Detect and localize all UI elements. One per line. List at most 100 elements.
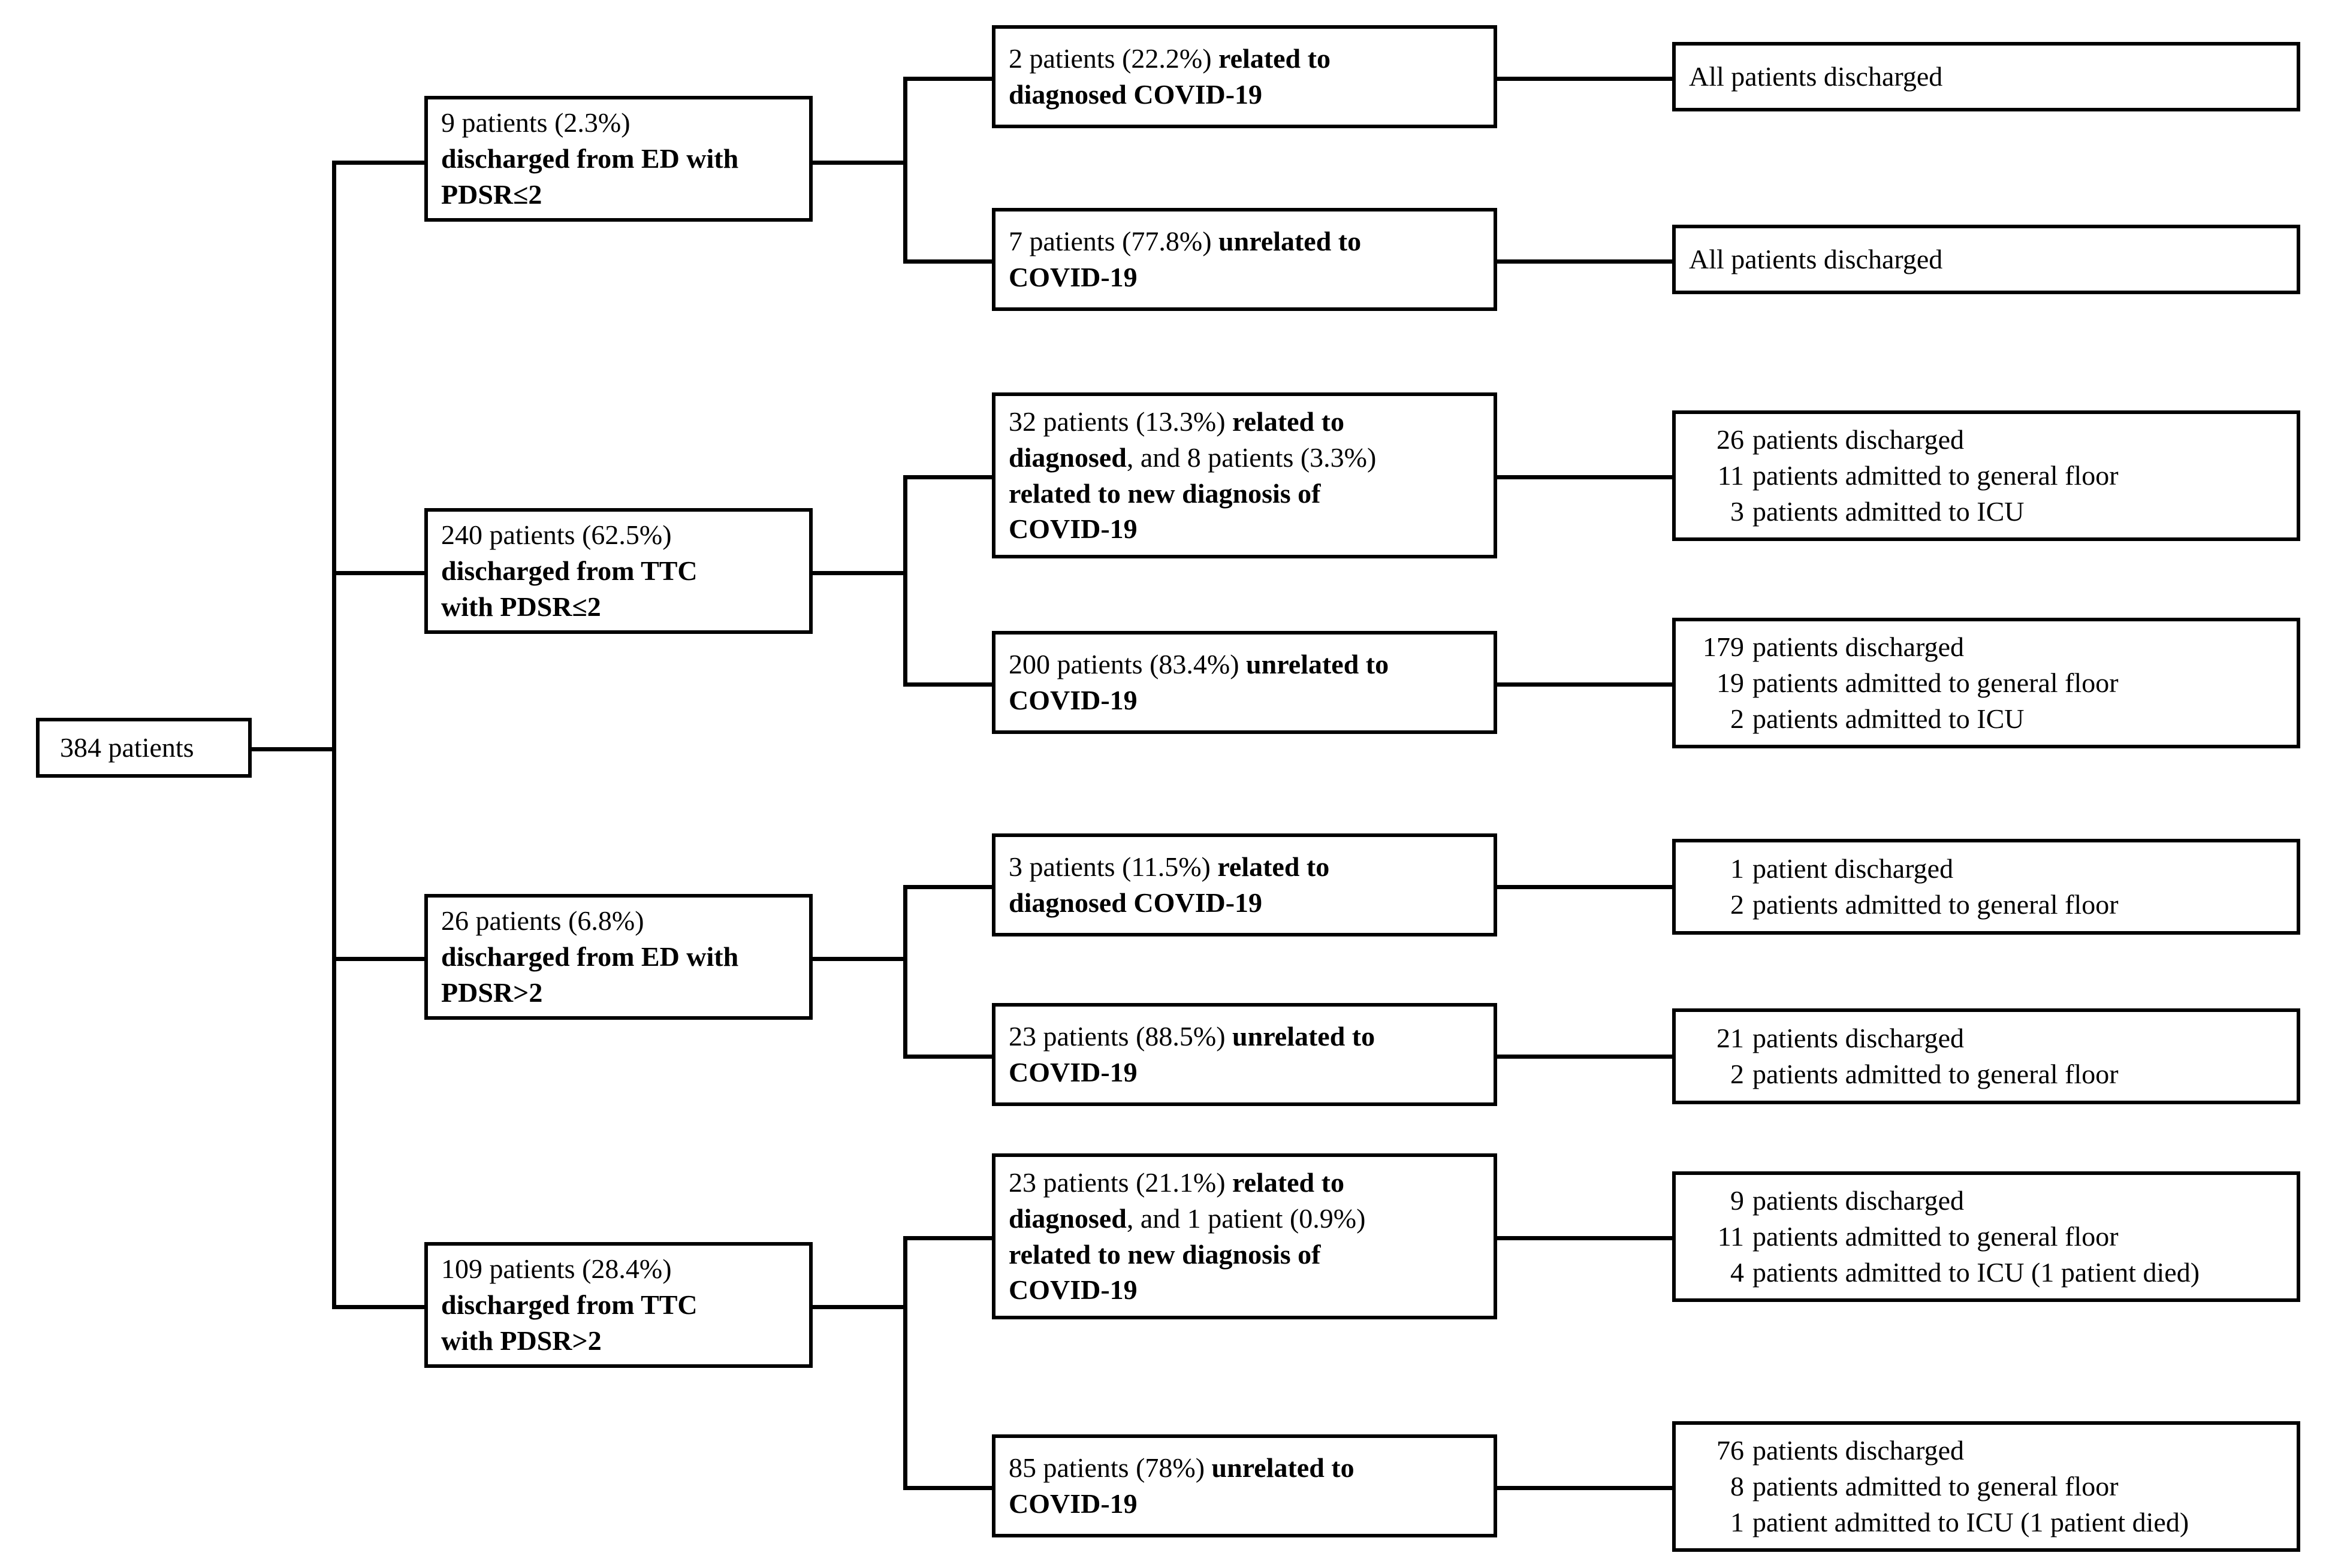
mid-2b-plain1: 200 patients (83.4%) (1009, 649, 1247, 680)
node-outcome-1a[interactable]: All patients discharged (1672, 42, 2300, 111)
connector-outcome-3a (1490, 885, 1676, 889)
outcome-1b-text: All patients discharged (1689, 244, 1943, 275)
node-outcome-1b[interactable]: All patients discharged (1672, 225, 2300, 294)
mid-2b-bold2: COVID-19 (1009, 685, 1138, 715)
mid-2a-bold3: related to new diagnosis of (1009, 478, 1321, 509)
node-ed-le2-unrelated[interactable]: 7 patients (77.8%) unrelated to COVID-19 (992, 208, 1497, 311)
branch-3-line2: discharged from ED with (441, 941, 739, 972)
branch-4-line1: 109 patients (28.4%) (441, 1253, 672, 1285)
mid-4a-bold4: COVID-19 (1009, 1274, 1138, 1306)
node-ed-le2-related[interactable]: 2 patients (22.2%) related to diagnosed … (992, 25, 1497, 128)
node-ttc-le2-related[interactable]: 32 patients (13.3%) related to diagnosed… (992, 392, 1497, 558)
connector-outcome-1a (1490, 77, 1676, 81)
connector-branch-2-vertical (903, 475, 907, 687)
mid-3b-bold2: COVID-19 (1009, 1057, 1138, 1087)
mid-4a-bold2: diagnosed (1009, 1203, 1127, 1234)
node-root-total-patients[interactable]: 384 patients (36, 718, 252, 778)
connector-branch-2-arm-a (903, 475, 996, 479)
node-branch-ttc-pdsr-le2[interactable]: 240 patients (62.5%) discharged from TTC… (424, 508, 813, 634)
connector-branch-2-arm-b (903, 682, 996, 687)
connector-main-trunk (332, 161, 336, 1307)
connector-branch-4-vertical (903, 1236, 907, 1490)
connector-branch-1-arm-b (903, 259, 996, 264)
mid-4b-plain1: 85 patients (78%) (1009, 1452, 1212, 1484)
branch-2-line3: with PDSR≤2 (441, 591, 601, 622)
connector-branch-2-stem (806, 571, 907, 575)
node-branch-ed-pdsr-le2[interactable]: 9 patients (2.3%) discharged from ED wit… (424, 96, 813, 222)
connector-branch-3-arm-a (903, 885, 996, 889)
node-ttc-gt2-related[interactable]: 23 patients (21.1%) related to diagnosed… (992, 1153, 1497, 1319)
mid-4a-plain2: , and 1 patient (0.9%) (1126, 1203, 1366, 1234)
mid-1a-bold2: diagnosed COVID-19 (1009, 79, 1263, 110)
mid-4a-bold1: related to (1232, 1167, 1344, 1198)
node-branch-ttc-pdsr-gt2[interactable]: 109 patients (28.4%) discharged from TTC… (424, 1242, 813, 1368)
mid-3a-bold1: related to (1217, 851, 1330, 883)
mid-1a-plain1: 2 patients (22.2%) (1009, 43, 1219, 74)
mid-2a-plain2: , and 8 patients (3.3%) (1126, 442, 1377, 473)
node-ed-gt2-related[interactable]: 3 patients (11.5%) related to diagnosed … (992, 833, 1497, 936)
branch-1-line2: discharged from ED with (441, 143, 739, 174)
mid-1b-plain1: 7 patients (77.8%) (1009, 226, 1219, 257)
node-root-label: 384 patients (60, 732, 194, 763)
connector-branch-3-vertical (903, 885, 907, 1059)
branch-1-line1: 9 patients (2.3%) (441, 107, 630, 138)
connector-branch-3-stem (806, 957, 907, 961)
mid-4b-bold1: unrelated to (1211, 1452, 1354, 1484)
branch-4-line3: with PDSR>2 (441, 1325, 602, 1356)
mid-3a-bold2: diagnosed COVID-19 (1009, 887, 1263, 918)
connector-outcome-1b (1490, 259, 1676, 264)
mid-2a-bold4: COVID-19 (1009, 513, 1138, 545)
mid-2a-bold2: diagnosed (1009, 442, 1127, 473)
node-ttc-gt2-unrelated[interactable]: 85 patients (78%) unrelated to COVID-19 (992, 1434, 1497, 1537)
branch-2-line1: 240 patients (62.5%) (441, 519, 672, 551)
mid-3a-plain1: 3 patients (11.5%) (1009, 851, 1218, 883)
connector-outcome-4b (1490, 1486, 1676, 1490)
branch-4-line2: discharged from TTC (441, 1289, 698, 1321)
connector-outcome-2a (1490, 475, 1676, 479)
mid-3b-plain1: 23 patients (88.5%) (1009, 1021, 1233, 1052)
connector-branch-4-stem (806, 1305, 907, 1309)
mid-1b-bold2: COVID-19 (1009, 262, 1138, 292)
connector-branch-4-arm-b (903, 1486, 996, 1490)
mid-4a-bold3: related to new diagnosis of (1009, 1238, 1321, 1270)
outcome-1a-text: All patients discharged (1689, 61, 1943, 92)
mid-1b-bold1: unrelated to (1218, 226, 1362, 257)
mid-4a-plain1: 23 patients (21.1%) (1009, 1167, 1233, 1198)
branch-2-line2: discharged from TTC (441, 555, 698, 587)
branch-1-line3: PDSR≤2 (441, 179, 542, 210)
node-branch-ed-pdsr-gt2[interactable]: 26 patients (6.8%) discharged from ED wi… (424, 894, 813, 1020)
mid-2a-plain1: 32 patients (13.3%) (1009, 406, 1233, 437)
connector-trunk-to-branch-3 (332, 957, 428, 961)
connector-branch-3-arm-b (903, 1055, 996, 1059)
connector-branch-4-arm-a (903, 1236, 996, 1240)
node-ttc-le2-unrelated[interactable]: 200 patients (83.4%) unrelated to COVID-… (992, 631, 1497, 734)
branch-3-line3: PDSR>2 (441, 977, 543, 1008)
connector-trunk-to-branch-1 (332, 161, 428, 165)
connector-outcome-4a (1490, 1236, 1676, 1240)
connector-root-stem (251, 747, 336, 751)
node-ed-gt2-unrelated[interactable]: 23 patients (88.5%) unrelated to COVID-1… (992, 1003, 1497, 1106)
connector-branch-1-vertical (903, 77, 907, 264)
connector-outcome-2b (1490, 682, 1676, 687)
